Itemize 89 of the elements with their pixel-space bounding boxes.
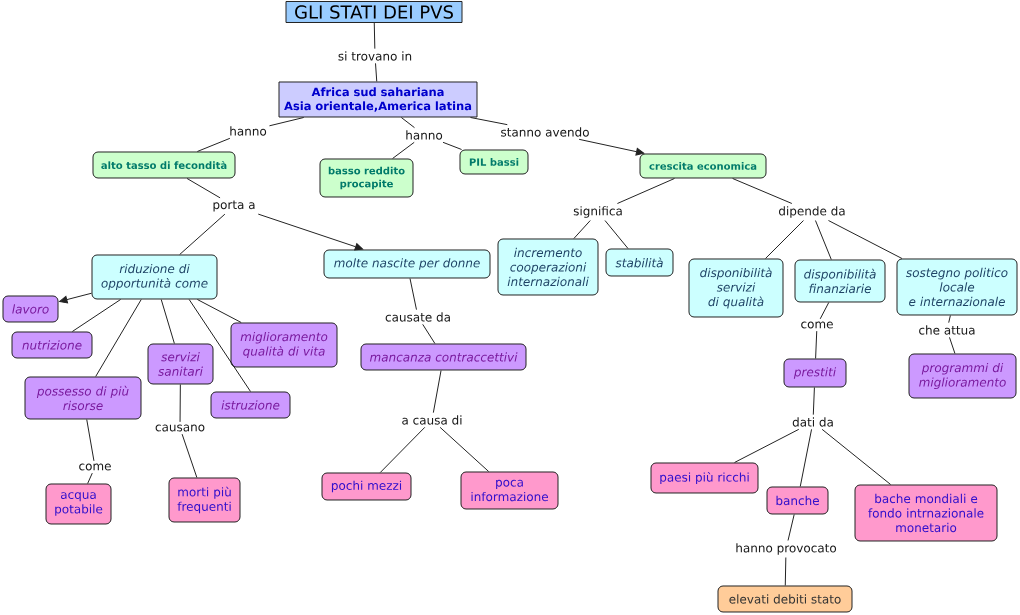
concept-box: elevati debiti stato [717, 585, 853, 613]
connector-line [379, 426, 426, 473]
connector-line [815, 330, 818, 359]
concept-box: morti più frequenti [168, 477, 241, 523]
connector-line [409, 278, 417, 311]
connector-line [470, 117, 508, 126]
concept-box: mancanza contraccettivi [360, 343, 527, 371]
arrow [257, 213, 364, 251]
concept-box: stabilità [605, 248, 674, 277]
connector-line [604, 220, 629, 249]
concept-box: istruzione [210, 391, 291, 419]
linking-phrase: come [79, 463, 111, 471]
connector-line [616, 178, 675, 204]
linking-phrase: causano [155, 424, 205, 432]
concept-box: riduzione di opportunità come [91, 254, 218, 300]
connector-line [86, 419, 95, 462]
arrow [59, 292, 92, 304]
linking-phrase: hanno [406, 130, 443, 140]
concept-box: disponibilità servizi di qualità [688, 258, 784, 318]
connector-line [734, 428, 800, 463]
connector-line [948, 315, 951, 324]
connector-line [799, 428, 813, 487]
concept-box: paesi più ricchi [650, 462, 759, 494]
arrow [578, 138, 645, 156]
connector-line [573, 220, 591, 239]
connector-line [422, 323, 436, 344]
linking-phrase: hanno provocato [736, 543, 837, 555]
linking-phrase: stanno avendo [501, 127, 589, 137]
linking-phrase: che attua [919, 325, 975, 335]
concept-box: poca informazione [460, 471, 559, 510]
connector-line [821, 428, 892, 485]
concept-box: possesso di più risorse [24, 376, 142, 420]
connector-line [819, 302, 830, 320]
connector-line [814, 220, 832, 260]
connector-line [188, 299, 251, 392]
connector-line [442, 141, 463, 150]
connector-line [186, 178, 221, 199]
concept-box: incremento cooperazioni internazionali [497, 238, 599, 296]
connector-line [375, 62, 378, 82]
concept-box: miglioramento qualità di vita [230, 322, 338, 368]
connector-line [268, 117, 305, 127]
concept-box: molte nascite per donne [323, 249, 491, 279]
concept-box: lavoro [2, 295, 59, 323]
connector-line [71, 299, 122, 332]
connector-line [181, 433, 198, 478]
connector-line [765, 220, 804, 259]
concept-box: servizi sanitari [147, 343, 214, 385]
linking-phrase: dati da [792, 417, 833, 427]
linking-phrase: causate da [385, 312, 450, 322]
connector-line [949, 336, 956, 354]
connector-line [787, 514, 795, 541]
connector-line [827, 220, 903, 259]
connector-line [812, 387, 815, 416]
linking-phrase: dipende da [779, 206, 845, 218]
connector-line [373, 22, 376, 50]
concept-box: Africa sud sahariana Asia orientale,America latina [278, 81, 478, 118]
concept-box: disponibilità finanziarie [794, 259, 886, 303]
concept-box: nutrizione [11, 331, 93, 359]
concept-box: banche [766, 486, 829, 515]
connector-line [160, 299, 175, 344]
concept-box: prestiti [783, 358, 847, 388]
concept-box: alto tasso di fecondità [92, 151, 236, 179]
connector-line [196, 137, 231, 152]
connector-line [439, 426, 490, 472]
concept-box: sostegno politico locale e internazionale [896, 258, 1018, 316]
concept-box: bache mondiali e fondo intrnazionale monetario [854, 484, 998, 542]
linking-phrase: a causa di [402, 415, 462, 425]
connector-line [432, 370, 442, 414]
connector-line [95, 299, 142, 377]
concept-box: programmi di miglioramento [908, 353, 1017, 399]
connector-line [196, 299, 242, 323]
linking-phrase: come [801, 321, 833, 329]
connector-line [87, 472, 93, 484]
linking-phrase: hanno [230, 126, 267, 136]
connector-line [392, 141, 415, 159]
linking-phrase: si trovano in [338, 51, 412, 61]
concept-box: pochi mezzi [321, 472, 412, 501]
heading-box: GLI STATI DEI PVS [285, 1, 463, 23]
connector-line [179, 384, 181, 423]
concept-box: basso reddito procapite [319, 158, 414, 198]
connector-line [179, 213, 226, 255]
connector-line [732, 178, 793, 204]
linking-phrase: significa [573, 206, 622, 218]
connector-line [400, 117, 415, 129]
concept-box: PIL bassi [459, 149, 529, 175]
linking-phrase: porta a [213, 200, 255, 212]
concept-box: acqua potabile [45, 483, 112, 525]
concept-box: crescita economica [639, 153, 767, 179]
connector-line [784, 557, 787, 586]
